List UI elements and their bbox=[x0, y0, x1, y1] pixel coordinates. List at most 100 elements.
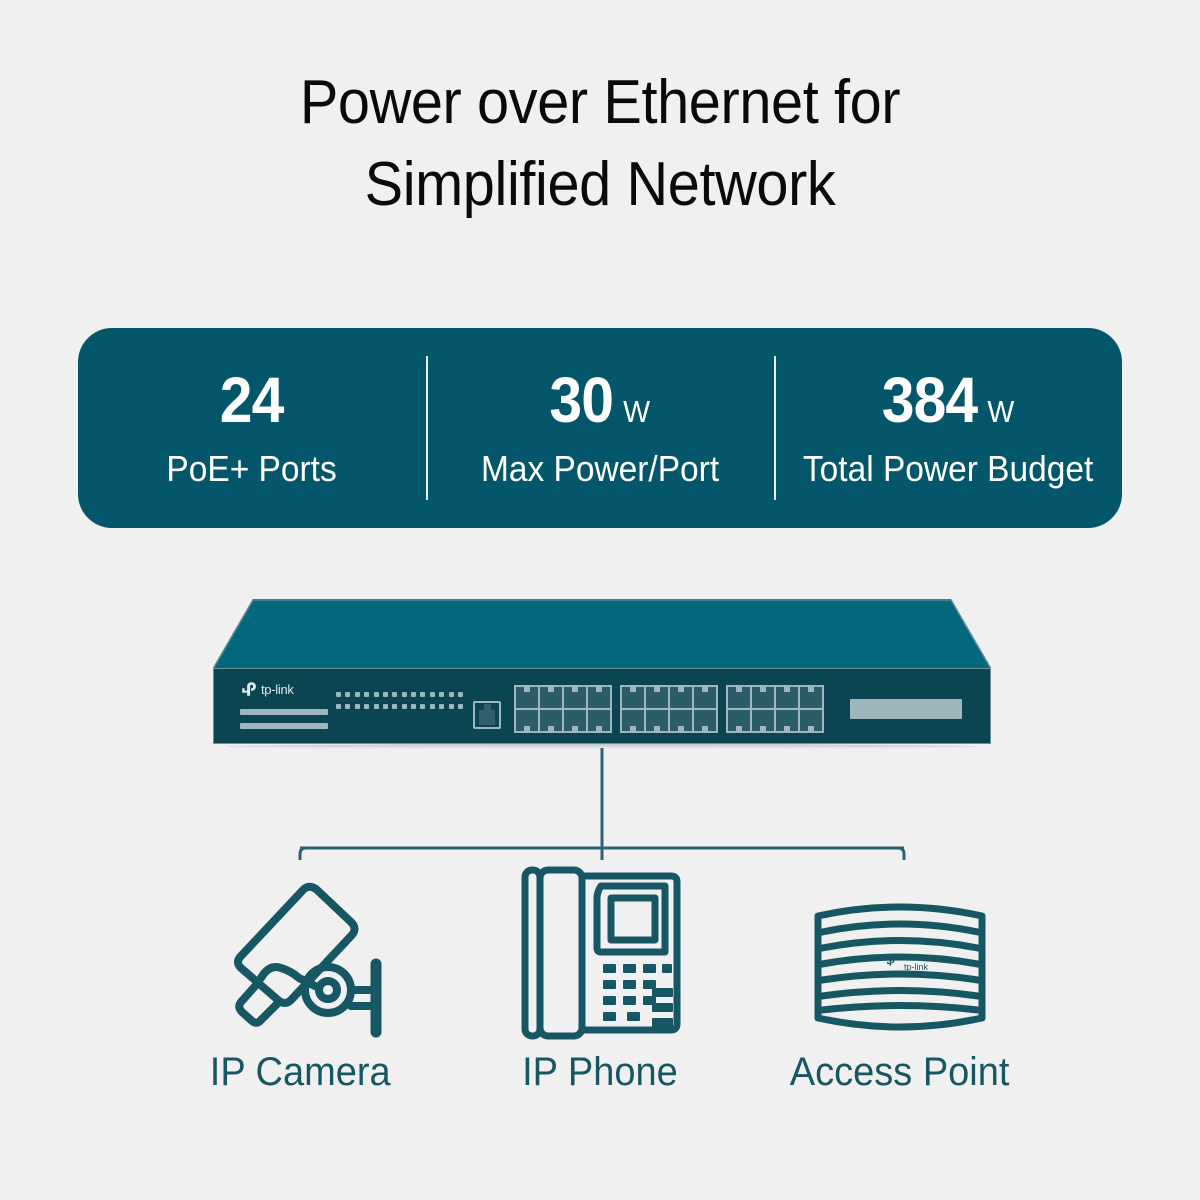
ethernet-port bbox=[694, 687, 716, 708]
ethernet-port bbox=[800, 687, 822, 708]
switch-led-array bbox=[336, 692, 463, 709]
switch-side-label-plate bbox=[850, 699, 962, 719]
switch-vent-bar-1 bbox=[240, 709, 328, 715]
access-point-icon: tp-link bbox=[814, 903, 986, 1031]
access-point-brand-text: tp-link bbox=[904, 962, 929, 972]
led-indicator bbox=[457, 704, 463, 709]
ip-phone-art bbox=[505, 862, 695, 1042]
ethernet-port bbox=[752, 710, 774, 732]
stat-total-power-label: Total Power Budget bbox=[802, 447, 1094, 489]
page-title: Power over Ethernet for Simplified Netwo… bbox=[42, 62, 1158, 226]
stats-panel: 24 PoE+ Ports 30 W Max Power/Port 384 W … bbox=[78, 328, 1122, 528]
ethernet-port bbox=[694, 710, 716, 732]
tp-link-logo-text: tp-link bbox=[261, 682, 294, 697]
stat-max-power-per-port: 30 W Max Power/Port bbox=[426, 328, 774, 528]
stat-poe-ports-label: PoE+ Ports bbox=[166, 447, 338, 489]
stat-total-power-budget: 384 W Total Power Budget bbox=[774, 328, 1122, 528]
connection-diagram-lines bbox=[298, 748, 906, 860]
ethernet-port bbox=[670, 710, 692, 732]
ip-camera-icon bbox=[234, 882, 382, 1038]
page-title-line-2: Simplified Network bbox=[364, 149, 836, 219]
page-title-line-1: Power over Ethernet for bbox=[299, 68, 901, 137]
switch-brand-logo: tp-link bbox=[240, 681, 336, 735]
stat-total-power-unit: W bbox=[987, 393, 1015, 429]
switch-led-row bbox=[336, 692, 463, 697]
stat-max-power-value: 30 bbox=[549, 363, 615, 436]
ethernet-port bbox=[728, 710, 750, 732]
led-indicator bbox=[354, 692, 360, 697]
ethernet-port bbox=[728, 687, 750, 708]
led-indicator bbox=[373, 704, 379, 709]
led-indicator bbox=[429, 692, 435, 697]
led-indicator bbox=[382, 704, 388, 709]
access-point-art: tp-link bbox=[800, 862, 1000, 1042]
ethernet-port bbox=[588, 710, 610, 732]
ethernet-port bbox=[622, 687, 644, 708]
ethernet-port bbox=[646, 710, 668, 732]
ethernet-port bbox=[670, 687, 692, 708]
connected-devices-row: IP Camera bbox=[150, 862, 1050, 1102]
access-point-label: Access Point bbox=[790, 1050, 1010, 1094]
stat-poe-ports-value-group: 24 bbox=[220, 363, 285, 436]
stat-max-power-value-group: 30 W bbox=[550, 368, 651, 432]
switch-vent-bar-2 bbox=[240, 723, 328, 729]
led-indicator bbox=[401, 704, 407, 709]
led-indicator bbox=[420, 692, 426, 697]
ethernet-port bbox=[516, 710, 538, 732]
stat-max-power-label: Max Power/Port bbox=[480, 447, 720, 489]
switch-front-panel: tp-link bbox=[213, 668, 991, 744]
led-indicator bbox=[457, 692, 463, 697]
ip-phone-label: IP Phone bbox=[522, 1050, 678, 1094]
ethernet-port-group-3 bbox=[726, 685, 824, 733]
ethernet-port bbox=[540, 710, 562, 732]
led-indicator bbox=[411, 692, 416, 697]
ethernet-port bbox=[516, 687, 538, 708]
led-indicator bbox=[336, 704, 341, 709]
stat-poe-ports-value: 24 bbox=[220, 363, 285, 436]
device-item-access-point: tp-link Access Point bbox=[750, 862, 1050, 1102]
ethernet-port bbox=[800, 710, 822, 732]
led-indicator bbox=[382, 692, 388, 697]
ip-phone-icon bbox=[521, 866, 681, 1040]
stat-poe-ports: 24 PoE+ Ports bbox=[78, 328, 426, 528]
led-indicator bbox=[420, 704, 426, 709]
led-indicator bbox=[448, 692, 454, 697]
ethernet-port bbox=[564, 687, 586, 708]
led-indicator bbox=[345, 704, 351, 709]
led-indicator bbox=[439, 692, 445, 697]
led-indicator bbox=[448, 704, 454, 709]
ip-camera-label: IP Camera bbox=[209, 1050, 391, 1094]
device-item-ip-camera: IP Camera bbox=[150, 862, 450, 1102]
led-indicator bbox=[336, 692, 341, 697]
poe-switch-device: tp-link bbox=[213, 598, 991, 750]
ethernet-port-group-1 bbox=[514, 685, 612, 733]
ethernet-port bbox=[752, 687, 774, 708]
tp-link-logo-icon bbox=[242, 682, 256, 696]
ethernet-port bbox=[588, 687, 610, 708]
led-indicator bbox=[373, 692, 379, 697]
led-indicator bbox=[392, 692, 398, 697]
led-indicator bbox=[364, 692, 370, 697]
led-indicator bbox=[354, 704, 360, 709]
stat-total-power-value-group: 384 W bbox=[882, 368, 1015, 432]
ethernet-port bbox=[564, 710, 586, 732]
led-indicator bbox=[345, 692, 351, 697]
stat-max-power-unit: W bbox=[623, 393, 651, 429]
ethernet-port bbox=[646, 687, 668, 708]
switch-led-row bbox=[336, 704, 463, 709]
ethernet-port bbox=[776, 687, 798, 708]
console-port bbox=[473, 701, 501, 729]
ethernet-port bbox=[622, 710, 644, 732]
led-indicator bbox=[429, 704, 435, 709]
switch-top-face bbox=[213, 599, 991, 670]
ethernet-port-group-2 bbox=[620, 685, 718, 733]
ip-camera-art bbox=[195, 862, 405, 1042]
led-indicator bbox=[411, 704, 416, 709]
ethernet-port bbox=[540, 687, 562, 708]
stat-total-power-value: 384 bbox=[881, 363, 978, 436]
ethernet-port bbox=[776, 710, 798, 732]
device-item-ip-phone: IP Phone bbox=[450, 862, 750, 1102]
led-indicator bbox=[401, 692, 407, 697]
switch-shadow bbox=[225, 744, 979, 749]
